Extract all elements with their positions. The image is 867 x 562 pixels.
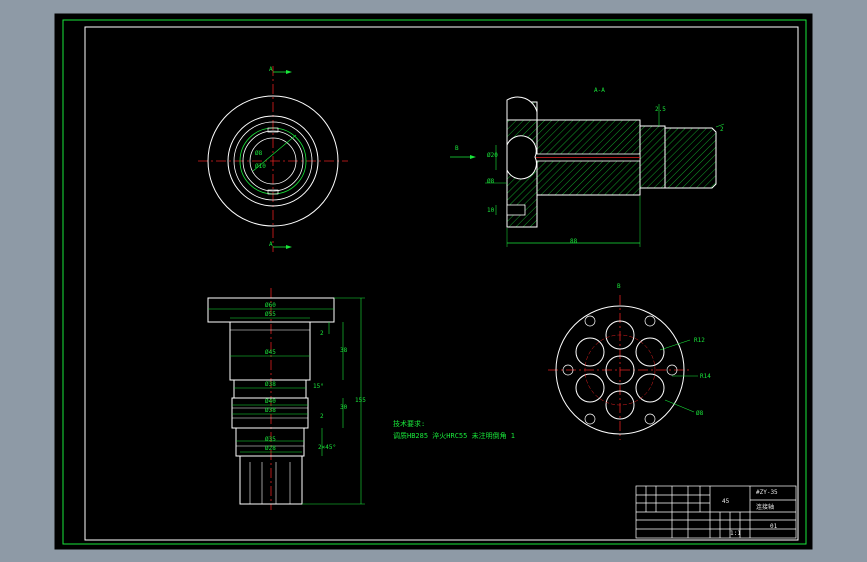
- top-view: [198, 66, 348, 252]
- b-small-hole-1: [584, 315, 596, 327]
- tb-part-no: #ZY-35: [756, 489, 778, 496]
- front-spline: [239, 455, 303, 505]
- view-arrow-b-head: [470, 155, 476, 159]
- front-d45-label: Ø45: [265, 349, 276, 356]
- b-center-hole: [605, 355, 635, 385]
- section-spline-end: [664, 127, 717, 189]
- tb-scale: 1:1: [730, 530, 741, 537]
- b-small-hole-5: [584, 413, 596, 425]
- front-ch-label: 2×45°: [318, 444, 337, 451]
- front-d40-label: Ø40: [265, 398, 276, 405]
- tech-req-line: 调质HB285 淬火HRC55 未注明倒角 1: [393, 432, 516, 440]
- top-dim-2: Ø10: [255, 163, 266, 170]
- top-dim-1: Ø8: [255, 150, 263, 157]
- section-dim-left-a: Ø20: [487, 152, 498, 159]
- b-hole-1: [605, 320, 635, 350]
- section-length-label: 88: [570, 238, 578, 245]
- front-d38b-label: Ø38: [265, 407, 276, 414]
- section-dim-right-t-label: 2.5: [655, 106, 666, 113]
- b-dim-r2: R14: [700, 373, 711, 380]
- b-outer-circle: [555, 305, 685, 435]
- b-hole-2: [635, 337, 665, 367]
- inner-frame: [84, 26, 799, 541]
- section-ball-socket: [506, 135, 537, 180]
- tb-material: 45: [722, 498, 730, 505]
- section-bottom-slot: [506, 204, 526, 216]
- outer-frame: [62, 19, 807, 545]
- front-ang-label: 15°: [313, 383, 324, 390]
- tb-name: 连接轴: [756, 504, 775, 511]
- bore-circle-4: [249, 137, 297, 185]
- b-view: [548, 295, 698, 440]
- b-leader-3: [664, 399, 695, 413]
- b-small-hole-4: [644, 413, 656, 425]
- front-d35-label: Ø35: [265, 436, 276, 443]
- b-dim-r3: Ø8: [696, 410, 704, 417]
- section-tail-label: 2: [720, 126, 724, 133]
- front-d55-label: Ø55: [265, 311, 276, 318]
- section-label: A-A: [594, 87, 605, 94]
- flange-inner-circle: [227, 115, 319, 207]
- flange-outer-circle: [207, 95, 339, 227]
- view-label-b: B: [617, 283, 621, 290]
- section-dim-left-b: Ø8: [487, 178, 495, 185]
- b-small-hole-2: [644, 315, 656, 327]
- b-pitch-circle: [584, 334, 656, 406]
- b-hole-3: [635, 373, 665, 403]
- b-dim-r1: R12: [694, 337, 705, 344]
- section-mark-top: A: [269, 66, 273, 73]
- section-view: [450, 96, 725, 247]
- key-slot-bottom: [267, 189, 279, 195]
- section-arrow-top-head: [286, 70, 292, 74]
- front-d38a-label: Ø38: [265, 381, 276, 388]
- drawing-sheet: [54, 13, 813, 550]
- front-h2b-label: 2: [320, 413, 324, 420]
- front-h38-label: 38: [340, 347, 348, 354]
- front-h155-label: 155: [355, 397, 366, 404]
- section-step: [639, 125, 666, 189]
- key-slot-top: [267, 127, 279, 133]
- section-mark-bottom: A: [269, 241, 273, 248]
- section-leader-tail: [715, 123, 725, 128]
- b-small-hole-6: [562, 364, 574, 376]
- arrow-label-b: B: [455, 145, 459, 152]
- section-top-pocket: [506, 96, 538, 121]
- bore-circle-3: [242, 130, 304, 192]
- title-block: [635, 485, 797, 539]
- section-arrow-bottom-head: [286, 245, 292, 249]
- tb-sheet: 01: [770, 523, 778, 530]
- front-d28-label: Ø28: [265, 445, 276, 452]
- section-dim-left-c: 10: [487, 207, 495, 214]
- front-h30-label: 30: [340, 404, 348, 411]
- front-view: [207, 288, 365, 510]
- front-d60-label: Ø60: [265, 302, 276, 309]
- b-hole-4: [605, 390, 635, 420]
- b-leader-1: [659, 339, 691, 351]
- b-small-hole-3: [666, 364, 678, 376]
- bore-circle-1: [233, 121, 313, 201]
- tech-req-title: 技术要求:: [393, 420, 426, 428]
- top-view-leader: [252, 134, 297, 172]
- front-h2-label: 2: [320, 330, 324, 337]
- b-hole-5: [575, 373, 605, 403]
- b-hole-6: [575, 337, 605, 367]
